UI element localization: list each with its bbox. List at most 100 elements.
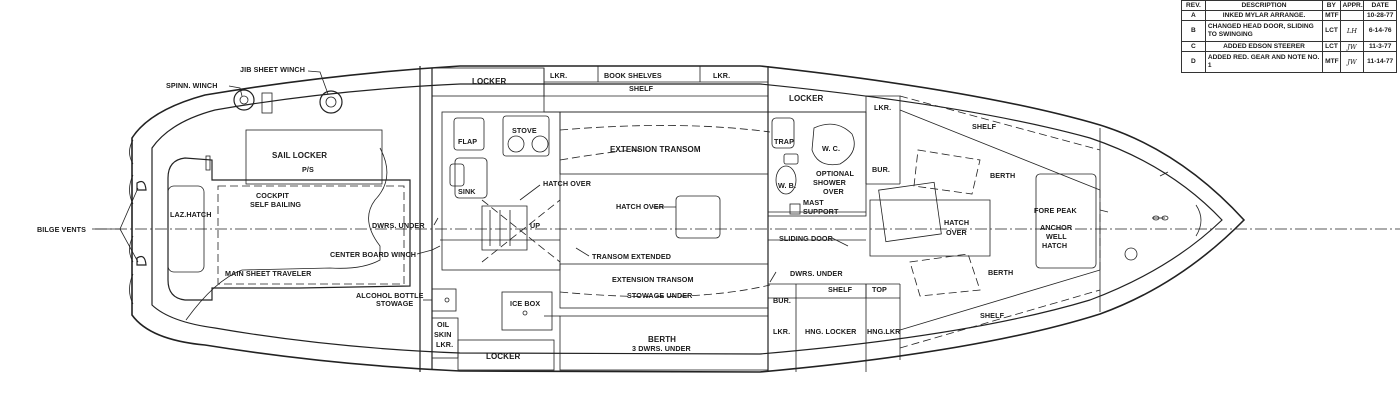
label-hatch-over-saloon: HATCH OVER xyxy=(616,202,665,211)
leader-lines xyxy=(92,70,1109,301)
rev-letter: C xyxy=(1181,41,1206,52)
rev-by: LCT xyxy=(1322,41,1341,52)
label-dwrs-under-aft: DWRS. UNDER xyxy=(372,221,425,230)
label-p-s: P/S xyxy=(302,165,314,174)
label-alcohol-bottle: ALCOHOL BOTTLE xyxy=(356,291,424,300)
label-lkr-fwd: LKR. xyxy=(874,103,891,112)
label-transom-extended: TRANSOM EXTENDED xyxy=(592,252,671,261)
label-hatch-over-galley: HATCH OVER xyxy=(543,179,592,188)
rev-letter: D xyxy=(1181,51,1206,73)
rev-date: 11-3-77 xyxy=(1363,41,1397,52)
label-shelf-fwd-bottom: SHELF xyxy=(980,311,1005,320)
header-appr: APPR. xyxy=(1339,0,1365,11)
label-extension-transom-bottom: EXTENSION TRANSOM xyxy=(612,275,694,284)
revision-table-header: REV. DESCRIPTION BY APPR. DATE xyxy=(1181,0,1397,11)
rev-date: 6-14-76 xyxy=(1363,20,1397,42)
label-support: SUPPORT xyxy=(803,207,839,216)
label-shower: SHOWER xyxy=(813,178,847,187)
label-cockpit: COCKPIT xyxy=(256,191,290,200)
label-laz-hatch: LAZ.HATCH xyxy=(170,210,212,219)
label-anchor-hatch: HATCH xyxy=(1042,241,1067,250)
label-oil: OIL xyxy=(437,320,450,329)
rev-description: ADDED EDSON STEERER xyxy=(1204,41,1324,52)
label-berth-fwd-bottom: BERTH xyxy=(988,268,1013,277)
label-shelf-top: SHELF xyxy=(629,84,654,93)
label-optional: OPTIONAL xyxy=(816,169,854,178)
label-well: WELL xyxy=(1046,232,1067,241)
label-oil-skin-lkr: LKR. xyxy=(436,340,453,349)
rev-description: ADDED RED. GEAR AND NOTE NO. 1 xyxy=(1204,51,1324,73)
header-by: BY xyxy=(1322,0,1341,11)
rev-description: INKED MYLAR ARRANGE. xyxy=(1204,10,1324,21)
label-up: UP xyxy=(530,221,540,230)
rev-date: 11-14-77 xyxy=(1363,51,1397,73)
revision-table: REV. DESCRIPTION BY APPR. DATE A INKED M… xyxy=(1181,0,1397,73)
revision-row: B CHANGED HEAD DOOR, SLIDING TO SWINGING… xyxy=(1181,20,1397,42)
label-sail-locker: SAIL LOCKER xyxy=(272,151,327,160)
label-ice-box: ICE BOX xyxy=(510,299,540,308)
label-sink: SINK xyxy=(458,187,476,196)
revision-row: C ADDED EDSON STEERER LCT JW 11-3-77 xyxy=(1181,41,1397,52)
label-lkr-top-1: LKR. xyxy=(550,71,567,80)
plan-labels: BILGE VENTS SPINN. WINCH JIB SHEET WINCH… xyxy=(37,65,1078,361)
label-skin: SKIN xyxy=(434,330,452,339)
label-stowage-under: STOWAGE UNDER xyxy=(627,291,693,300)
cockpit-area xyxy=(167,89,553,331)
label-dwrs-under-fwd: DWRS. UNDER xyxy=(790,269,843,278)
label-center-board-winch: CENTER BOARD WINCH xyxy=(330,250,416,259)
rev-appr: JW xyxy=(1339,41,1365,52)
rev-date: 10-28-77 xyxy=(1363,10,1397,21)
hull-outline xyxy=(95,65,1400,373)
label-stove: STOVE xyxy=(512,126,537,135)
rev-appr: JW xyxy=(1339,51,1365,73)
rev-description: CHANGED HEAD DOOR, SLIDING TO SWINGING xyxy=(1204,20,1324,42)
revision-row: A INKED MYLAR ARRANGE. MTF 10-28-77 xyxy=(1181,10,1397,21)
label-anchor: ANCHOR xyxy=(1040,223,1073,232)
label-berth-saloon: BERTH xyxy=(648,335,676,344)
label-3-dwrs-under: 3 DWRS. UNDER xyxy=(632,344,692,353)
label-bur-lower: BUR. xyxy=(773,296,791,305)
label-locker-aft-top: LOCKER xyxy=(472,77,506,86)
label-fore-peak: FORE PEAK xyxy=(1034,206,1078,215)
rev-by: MTF xyxy=(1322,10,1341,21)
label-berth-fwd-top: BERTH xyxy=(990,171,1015,180)
label-top: TOP xyxy=(872,285,887,294)
label-locker-head: LOCKER xyxy=(789,94,823,103)
label-wc: W. C. xyxy=(822,144,840,153)
rev-by: MTF xyxy=(1322,51,1341,73)
label-shower-over: OVER xyxy=(823,187,844,196)
label-main-sheet-traveler: MAIN SHEET TRAVELER xyxy=(225,269,312,278)
rev-letter: A xyxy=(1181,10,1206,21)
header-rev: REV. xyxy=(1181,0,1206,11)
label-jib-sheet-winch: JIB SHEET WINCH xyxy=(240,65,305,74)
rev-appr: LH xyxy=(1339,20,1365,42)
rev-appr xyxy=(1339,10,1365,21)
label-hatch-fwd: HATCH xyxy=(944,218,969,227)
label-hatch-fwd-over: OVER xyxy=(946,228,967,237)
label-stowage: STOWAGE xyxy=(376,299,413,308)
rev-letter: B xyxy=(1181,20,1206,42)
label-lkr-top-2: LKR. xyxy=(713,71,730,80)
label-bilge-vents: BILGE VENTS xyxy=(37,225,86,234)
label-sliding-door: SLIDING DOOR xyxy=(779,234,834,243)
label-shelf-fwd-top: SHELF xyxy=(972,122,997,131)
label-locker-aft-bottom: LOCKER xyxy=(486,352,520,361)
label-hng-locker: HNG. LOCKER xyxy=(805,327,857,336)
label-self-bailing: SELF BAILING xyxy=(250,200,301,209)
label-spinn-winch: SPINN. WINCH xyxy=(166,81,218,90)
label-book-shelves: BOOK SHELVES xyxy=(604,71,662,80)
label-hng-lkr: HNG.LKR xyxy=(867,327,901,336)
label-lkr-lower: LKR. xyxy=(773,327,790,336)
label-bur-upper: BUR. xyxy=(872,165,890,174)
label-flap: FLAP xyxy=(458,137,477,146)
label-shelf-lower: SHELF xyxy=(828,285,853,294)
header-date: DATE xyxy=(1363,0,1397,11)
header-description: DESCRIPTION xyxy=(1204,0,1324,11)
rev-by: LCT xyxy=(1322,20,1341,42)
label-extension-transom-top: EXTENSION TRANSOM xyxy=(610,145,701,154)
revision-row: D ADDED RED. GEAR AND NOTE NO. 1 MTF JW … xyxy=(1181,51,1397,73)
label-mast: MAST xyxy=(803,198,824,207)
label-trap: TRAP xyxy=(774,137,794,146)
interior-layout xyxy=(419,66,1101,372)
